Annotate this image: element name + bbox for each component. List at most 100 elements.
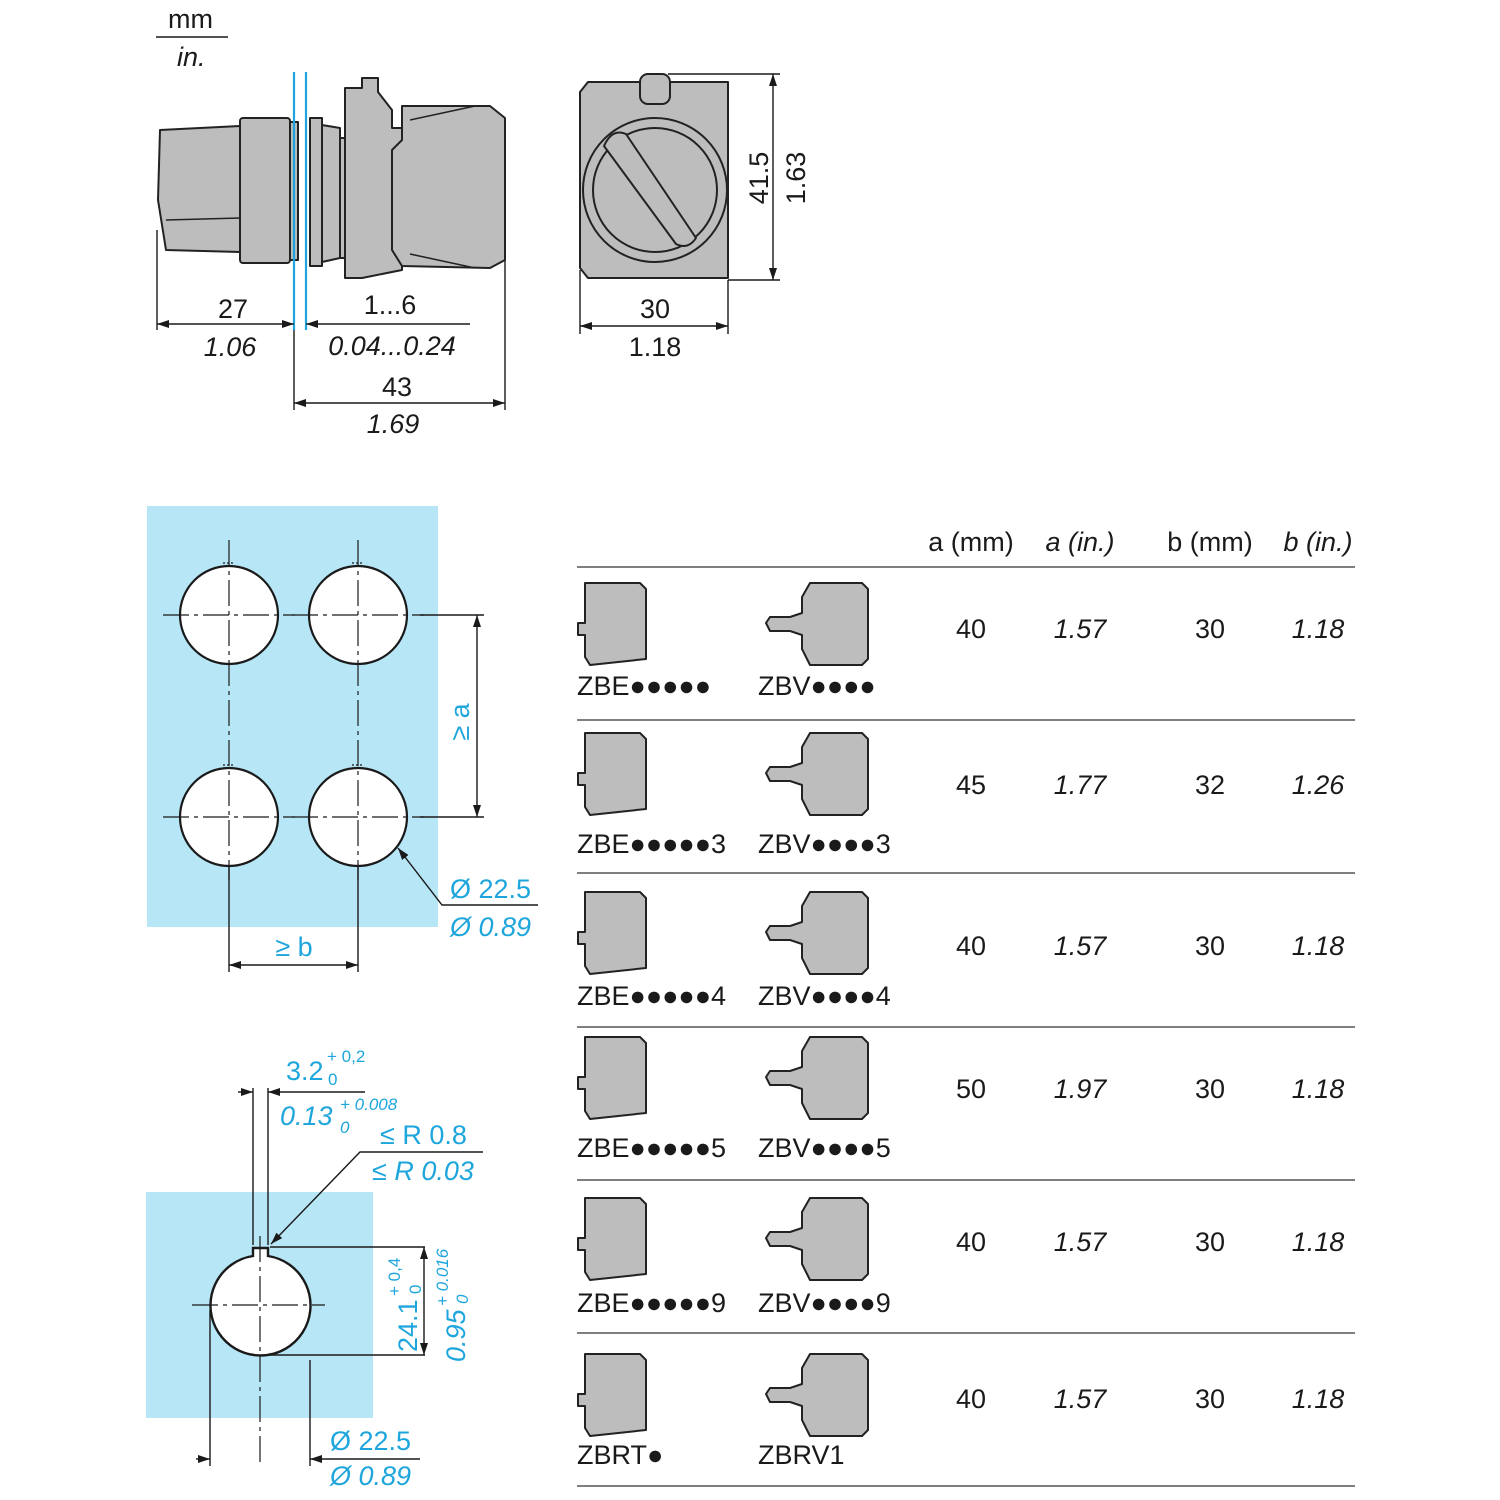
cell-a-mm: 40 <box>956 614 986 644</box>
key-width-in-tol-upper: + 0.008 <box>340 1095 398 1114</box>
spacing-table: a (mm) a (in.) b (mm) b (in.) ZBE●●●●●ZB… <box>577 527 1355 1487</box>
contact-block-front-icon <box>577 891 647 975</box>
cell-b-mm: 30 <box>1195 1227 1225 1257</box>
side-view: 27 1.06 1...6 0.04...0.24 43 1.69 <box>156 72 506 439</box>
cell-ref1: ZBRT● <box>577 1440 663 1470</box>
cell-ref1: ZBE●●●●●5 <box>577 1133 726 1163</box>
fixing-plate <box>344 77 403 279</box>
cell-ref2: ZBV●●●●3 <box>758 829 891 859</box>
dim-43-mm: 43 <box>382 372 412 402</box>
table-row: ZBE●●●●●5 ZBV●●●●5 50 1.97 30 1.18 <box>577 1036 1355 1181</box>
cell-b-in: 1.26 <box>1292 770 1346 800</box>
cell-ref2: ZBV●●●● <box>758 671 876 701</box>
contact-block-front-icon <box>577 1036 647 1120</box>
cell-a-mm: 40 <box>956 931 986 961</box>
detail-hole-mm: Ø 22.5 <box>330 1426 411 1456</box>
selector-lever <box>603 131 697 247</box>
radius-leader <box>270 1151 483 1245</box>
key-width-mm-tol-lower: 0 <box>328 1070 337 1089</box>
header-b-in: b (in.) <box>1283 527 1352 557</box>
cell-a-mm: 50 <box>956 1074 986 1104</box>
contact-block-rear-icon <box>765 891 869 975</box>
dim-27-in: 1.06 <box>204 332 258 362</box>
cell-b-mm: 30 <box>1195 1384 1225 1414</box>
cell-a-mm: 40 <box>956 1227 986 1257</box>
cutout-layout: ≥ a ≥ b Ø 22.5 Ø 0.89 <box>147 506 538 972</box>
cell-a-mm: 45 <box>956 770 986 800</box>
unit-in: in. <box>177 42 206 72</box>
cell-a-in: 1.57 <box>1054 614 1108 644</box>
spacing-b-label: ≥ b <box>275 932 312 962</box>
contact-block-front-icon <box>577 582 647 666</box>
cell-a-in: 1.57 <box>1054 1384 1108 1414</box>
cell-a-in: 1.97 <box>1054 1074 1108 1104</box>
radius-mm: ≤ R 0.8 <box>380 1120 467 1150</box>
cell-ref1: ZBE●●●●●9 <box>577 1288 726 1318</box>
cell-b-in: 1.18 <box>1292 931 1345 961</box>
front-view: 41.5 1.63 30 1.18 <box>579 73 811 362</box>
cell-b-in: 1.18 <box>1292 1074 1345 1104</box>
contact-block-front-icon <box>577 1353 647 1437</box>
key-width-mm-tol-upper: + 0,2 <box>327 1047 365 1066</box>
table-row: ZBE●●●●●9 ZBV●●●●9 40 1.57 30 1.18 <box>577 1197 1355 1334</box>
hole-diameter-mm: Ø 22.5 <box>450 874 531 904</box>
contact-block-rear-icon <box>765 582 869 666</box>
cell-ref2: ZBV●●●●9 <box>758 1288 891 1318</box>
height-in: 0.95 <box>441 1308 471 1362</box>
detail-hole-in: Ø 0.89 <box>329 1461 411 1491</box>
height-mm: 24.1 <box>393 1299 423 1352</box>
dim-height-in: 1.63 <box>781 152 811 205</box>
cell-a-in: 1.57 <box>1054 1227 1108 1257</box>
dim-height-mm: 41.5 <box>744 152 774 205</box>
radius-in: ≤ R 0.03 <box>372 1156 474 1186</box>
dim-panel-mm: 1...6 <box>364 290 417 320</box>
hole-diameter-in: Ø 0.89 <box>449 912 531 942</box>
height-in-tol-upper: + 0.016 <box>433 1248 452 1306</box>
spacing-a-label: ≥ a <box>445 702 475 740</box>
dim-width-mm: 30 <box>640 294 670 324</box>
panel-area <box>147 506 438 927</box>
dim-27-mm: 27 <box>218 294 248 324</box>
height-in-tol-lower: 0 <box>453 1294 472 1304</box>
cell-b-mm: 30 <box>1195 1074 1225 1104</box>
dim-43-in: 1.69 <box>367 409 420 439</box>
contact-block-rear-icon <box>765 1353 869 1437</box>
cell-b-in: 1.18 <box>1292 1227 1345 1257</box>
unit-legend: mm in. <box>156 4 228 72</box>
cell-ref2: ZBV●●●●4 <box>758 981 891 1011</box>
header-a-mm: a (mm) <box>928 527 1013 557</box>
bezel <box>239 117 291 264</box>
cell-a-in: 1.77 <box>1054 770 1108 800</box>
cell-ref2: ZBV●●●●5 <box>758 1133 891 1163</box>
cell-ref2: ZBRV1 <box>758 1440 845 1470</box>
header-a-in: a (in.) <box>1045 527 1114 557</box>
cell-ref1: ZBE●●●●● <box>577 671 711 701</box>
hole-leader <box>397 847 538 906</box>
key-width-in: 0.13 <box>280 1101 333 1131</box>
table-row: ZBE●●●●●4 ZBV●●●●4 40 1.57 30 1.18 <box>577 891 1355 1028</box>
unit-mm: mm <box>168 4 213 34</box>
contact-block-rear-icon <box>765 732 869 816</box>
contact-block-rear-icon <box>765 1197 869 1281</box>
nut <box>309 117 323 267</box>
cell-b-mm: 30 <box>1195 931 1225 961</box>
cell-a-in: 1.57 <box>1054 931 1108 961</box>
height-mm-tol-lower: 0 <box>406 1285 425 1294</box>
cell-b-mm: 30 <box>1195 614 1225 644</box>
contact-block-rear-icon <box>765 1036 869 1120</box>
cell-b-in: 1.18 <box>1292 1384 1345 1414</box>
cell-ref1: ZBE●●●●●4 <box>577 981 726 1011</box>
dim-panel-in: 0.04...0.24 <box>328 331 456 361</box>
contact-block-front-icon <box>577 732 647 816</box>
cell-ref1: ZBE●●●●●3 <box>577 829 726 859</box>
contact-block <box>391 105 506 269</box>
contact-block-front-icon <box>577 1197 647 1281</box>
height-mm-tol-upper: + 0,4 <box>385 1258 404 1296</box>
cutout-detail: 3.2 + 0,2 0 0.13 + 0.008 0 ≤ R 0.8 ≤ R 0… <box>146 1047 483 1491</box>
key-width-in-tol-lower: 0 <box>340 1118 350 1137</box>
